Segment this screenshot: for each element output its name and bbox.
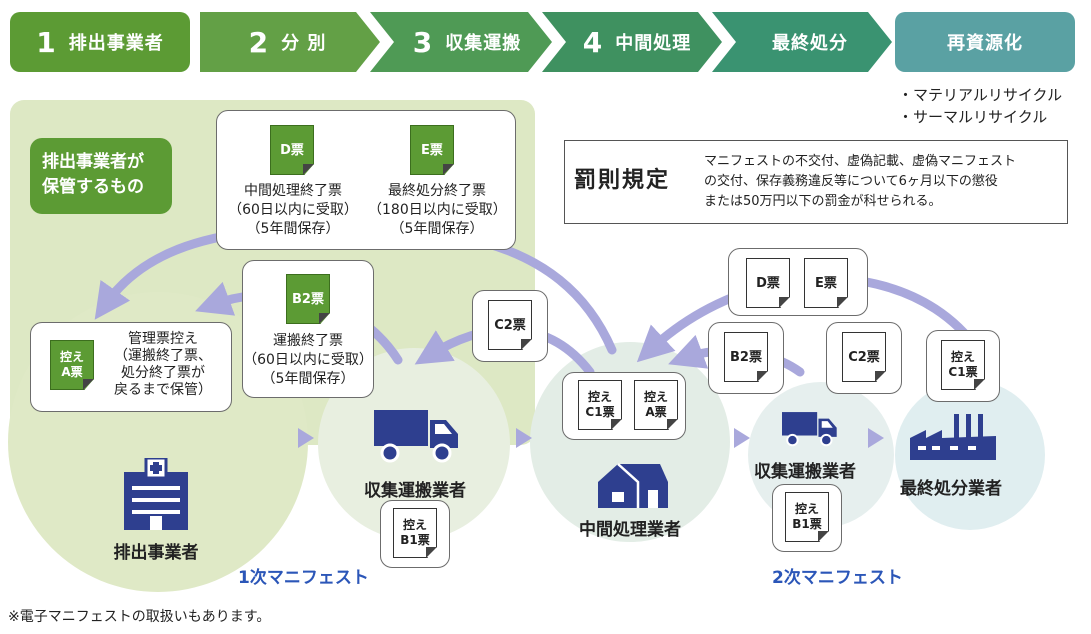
flow-chevron-1 bbox=[298, 428, 314, 448]
a-copy-intermediate-line-1: 控え bbox=[643, 390, 668, 404]
recycling-type-thermal: ・サーマルリサイクル bbox=[898, 108, 1048, 126]
step-6-shape bbox=[895, 12, 1075, 72]
d-slip-label: D票 bbox=[280, 142, 304, 158]
step-1-shape bbox=[10, 12, 190, 72]
penalty-box bbox=[564, 140, 1068, 224]
d-slip-desc: 中間処理終了票 （60日以内に受取） （5年間保存） bbox=[228, 182, 358, 239]
e-slip-doc: E票 bbox=[410, 125, 454, 175]
e-slip-line-3: （5年間保存） bbox=[390, 221, 484, 237]
c1-copy-second-line-1: 控え bbox=[950, 350, 975, 364]
a-copy-line-4: 戻るまで保管） bbox=[114, 382, 212, 398]
collector1-label: 収集運搬業者 bbox=[364, 481, 466, 501]
emitter-label: 排出事業者 bbox=[113, 543, 199, 563]
e-second-doc: E票 bbox=[804, 258, 848, 308]
a-copy-line-3: 処分終了票が bbox=[121, 365, 205, 381]
e-second-label: E票 bbox=[815, 275, 837, 291]
house-icon bbox=[598, 463, 668, 508]
b2-slip-line-3: （5年間保存） bbox=[261, 371, 355, 387]
a-copy-line-2: （運搬終了票、 bbox=[114, 348, 212, 364]
b1-copy-first-line-2: B1票 bbox=[400, 533, 430, 547]
b2-slip-label: B2票 bbox=[292, 291, 324, 307]
step-2-shape bbox=[200, 12, 380, 72]
e-slip-line-1: 最終処分終了票 bbox=[388, 183, 486, 199]
penalty-title: 罰則規定 bbox=[574, 167, 671, 193]
keep-label-badge bbox=[30, 138, 172, 214]
d-slip-doc: D票 bbox=[270, 125, 314, 175]
b2-second-doc: B2票 bbox=[724, 332, 768, 382]
final-label: 最終処分業者 bbox=[900, 479, 1002, 499]
e-slip-desc: 最終処分終了票 （180日以内に受取） （5年間保存） bbox=[368, 182, 507, 239]
flow-chevron-3 bbox=[734, 428, 750, 448]
d-slip-line-1: 中間処理終了票 bbox=[244, 183, 342, 199]
a-copy-line-1: 管理票控え bbox=[128, 331, 198, 347]
b1-copy-second-line-2: B1票 bbox=[792, 517, 822, 531]
d-slip-line-2: （60日以内に受取） bbox=[228, 202, 358, 218]
e-slip-line-2: （180日以内に受取） bbox=[368, 202, 507, 218]
a-copy-intermediate-line-2: A票 bbox=[645, 405, 667, 419]
d-slip-line-3: （5年間保存） bbox=[246, 221, 340, 237]
d-e-kept-box bbox=[216, 110, 516, 250]
step-5-shape bbox=[712, 12, 892, 72]
keep-label-line-2: 保管するもの bbox=[42, 177, 144, 197]
keep-label-line-1: 排出事業者が bbox=[42, 152, 144, 172]
penalty-text: マニフェストの不交付、虚偽記載、虚偽マニフェスト の交付、保存義務違反等について… bbox=[704, 152, 1016, 212]
step-bar bbox=[10, 12, 1075, 72]
d-second-label: D票 bbox=[756, 275, 780, 291]
step-4-shape bbox=[542, 12, 722, 72]
penalty-line-1: マニフェストの不交付、虚偽記載、虚偽マニフェスト bbox=[704, 154, 1017, 169]
b2-slip-desc: 運搬終了票 （60日以内に受取） （5年間保存） bbox=[242, 332, 374, 389]
step-3-shape bbox=[370, 12, 552, 72]
b2-slip-line-1: 運搬終了票 bbox=[273, 333, 343, 349]
d-second-doc: D票 bbox=[746, 258, 790, 308]
collector2-label: 収集運搬業者 bbox=[754, 462, 856, 482]
b1-copy-first-line-1: 控え bbox=[402, 518, 427, 532]
footnote: ※電子マニフェストの取扱いもあります。 bbox=[8, 609, 271, 625]
hospital-icon bbox=[124, 458, 188, 530]
b2-slip-doc: B2票 bbox=[286, 274, 330, 324]
factory-icon bbox=[910, 414, 996, 460]
truck-icon bbox=[374, 410, 458, 463]
b1-copy-second-line-1: 控え bbox=[794, 502, 819, 516]
flow-chevron-4 bbox=[868, 428, 884, 448]
c2-second-doc: C2票 bbox=[842, 332, 886, 382]
c2-first-doc: C2票 bbox=[488, 300, 532, 350]
intermediate-label: 中間処理業者 bbox=[579, 520, 681, 540]
c2-second-label: C2票 bbox=[848, 349, 880, 365]
flow-chevron-2 bbox=[516, 428, 532, 448]
recycling-types: ・マテリアルリサイクル ・サーマルリサイクル bbox=[898, 84, 1062, 128]
c1-copy-second-line-2: C1票 bbox=[948, 365, 978, 379]
a-copy-doc-line-1: 控え bbox=[59, 350, 84, 364]
e-slip-label: E票 bbox=[421, 142, 443, 158]
a-copy-doc-line-2: A票 bbox=[61, 365, 83, 379]
a-copy-desc: 管理票控え （運搬終了票、 処分終了票が 戻るまで保管） bbox=[104, 331, 222, 399]
c1-copy-line-1: 控え bbox=[587, 390, 612, 404]
keep-label: 排出事業者が 保管するもの bbox=[30, 150, 172, 200]
penalty-line-2: の交付、保存義務違反等について6ヶ月以下の懲役 bbox=[704, 174, 998, 189]
c2-first-label: C2票 bbox=[494, 317, 526, 333]
recycling-type-material: ・マテリアルリサイクル bbox=[898, 86, 1063, 104]
penalty-line-3: または50万円以下の罰金が科せられる。 bbox=[704, 194, 942, 209]
b2-second-label: B2票 bbox=[730, 349, 762, 365]
second-manifest-label: 2次マニフェスト bbox=[772, 568, 903, 588]
c1-copy-line-2: C1票 bbox=[585, 405, 615, 419]
b2-slip-line-2: （60日以内に受取） bbox=[243, 352, 373, 368]
truck-small-icon bbox=[782, 412, 837, 447]
first-manifest-label: 1次マニフェスト bbox=[238, 568, 369, 588]
